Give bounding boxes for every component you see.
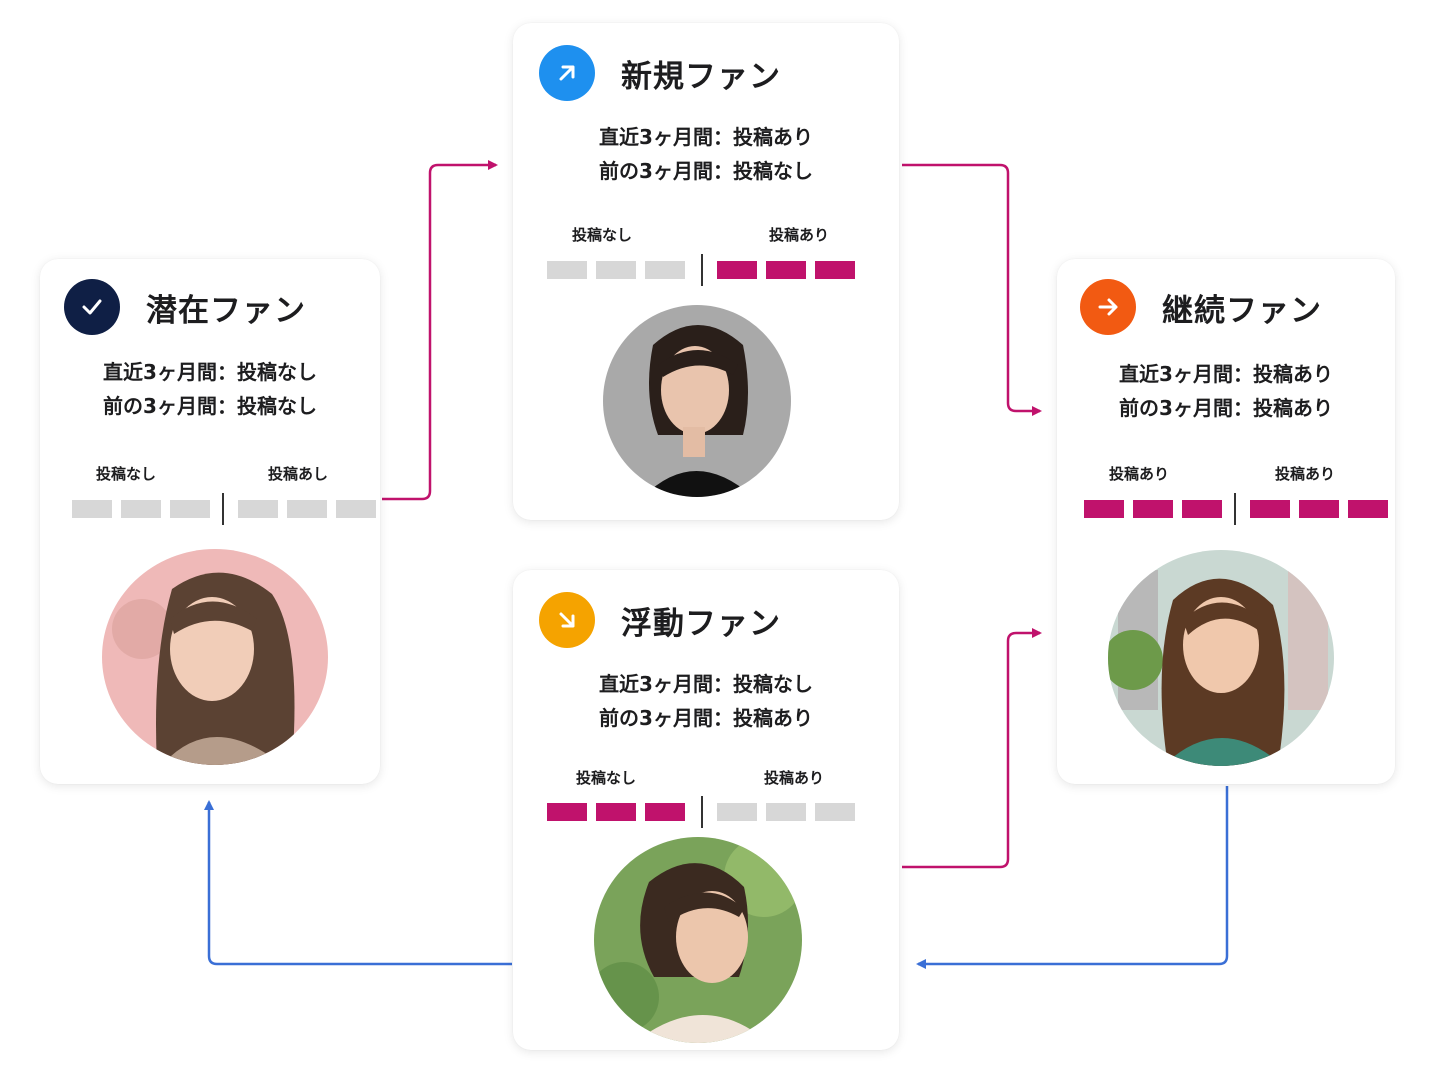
activity-block: [121, 500, 161, 518]
avatar: [102, 549, 328, 765]
card-title: 新規ファン: [621, 58, 781, 95]
activity-bars: [72, 493, 376, 525]
activity-block: [238, 500, 278, 518]
activity-block: [766, 261, 806, 279]
arrow-continuing-to-floating: [916, 786, 1229, 969]
right-bar-label: 投稿あり: [768, 226, 829, 244]
activity-block: [815, 261, 855, 279]
period-description: 直近3ヶ月間：投稿あり 前の3ヶ月間：投稿なし: [513, 120, 899, 188]
arrow-floating-to-latent: [204, 800, 512, 966]
right-bar-label: 投稿あり: [1274, 465, 1335, 483]
arrow-right-icon: [1080, 279, 1136, 335]
check-icon: [64, 279, 120, 335]
activity-block: [596, 261, 636, 279]
activity-block: [1250, 500, 1290, 518]
activity-block: [1348, 500, 1388, 518]
activity-block: [1084, 500, 1124, 518]
right-bar-label: 投稿あり: [763, 769, 824, 787]
avatar: [1108, 550, 1334, 766]
arrow-floating-to-continuing: [902, 628, 1042, 869]
activity-bars: [1084, 493, 1388, 525]
card-latent-fan: 潜在ファン 直近3ヶ月間：投稿なし 前の3ヶ月間：投稿なし 投稿なし 投稿あし: [40, 259, 380, 784]
activity-block: [596, 803, 636, 821]
activity-block: [336, 500, 376, 518]
previous-period-line: 前の3ヶ月間：投稿なし: [103, 394, 317, 418]
previous-period-line: 前の3ヶ月間：投稿なし: [599, 159, 813, 183]
left-bar-label: 投稿なし: [575, 769, 636, 787]
left-bar-label: 投稿あり: [1108, 465, 1169, 483]
activity-block: [547, 803, 587, 821]
card-continuing-fan: 継続ファン 直近3ヶ月間：投稿あり 前の3ヶ月間：投稿あり 投稿あり 投稿あり: [1057, 259, 1395, 784]
activity-block: [72, 500, 112, 518]
arrow-new-to-continuing: [902, 163, 1042, 416]
activity-block: [1133, 500, 1173, 518]
activity-block: [287, 500, 327, 518]
period-description: 直近3ヶ月間：投稿あり 前の3ヶ月間：投稿あり: [1057, 357, 1395, 425]
card-title: 継続ファン: [1162, 292, 1322, 329]
activity-block: [717, 261, 757, 279]
activity-bars: [547, 796, 855, 828]
activity-block: [717, 803, 757, 821]
period-divider: [222, 493, 224, 525]
previous-period-line: 前の3ヶ月間：投稿あり: [1119, 396, 1333, 420]
activity-block: [645, 803, 685, 821]
period-divider: [701, 254, 703, 286]
recent-period-line: 直近3ヶ月間：投稿なし: [103, 360, 317, 384]
card-title: 潜在ファン: [146, 292, 306, 329]
arrow-latent-to-new: [382, 160, 498, 501]
activity-block: [815, 803, 855, 821]
activity-block: [170, 500, 210, 518]
arrow-down-right-icon: [539, 592, 595, 648]
right-bar-label: 投稿あし: [267, 465, 328, 483]
activity-block: [766, 803, 806, 821]
recent-period-line: 直近3ヶ月間：投稿なし: [599, 672, 813, 696]
activity-block: [1299, 500, 1339, 518]
card-new-fan: 新規ファン 直近3ヶ月間：投稿あり 前の3ヶ月間：投稿なし 投稿なし 投稿あり: [513, 23, 899, 520]
card-floating-fan: 浮動ファン 直近3ヶ月間：投稿なし 前の3ヶ月間：投稿あり 投稿なし 投稿あり: [513, 570, 899, 1050]
activity-bars: [547, 254, 855, 286]
avatar: [594, 837, 802, 1043]
period-divider: [1234, 493, 1236, 525]
period-description: 直近3ヶ月間：投稿なし 前の3ヶ月間：投稿なし: [40, 355, 380, 423]
left-bar-label: 投稿なし: [95, 465, 156, 483]
period-description: 直近3ヶ月間：投稿なし 前の3ヶ月間：投稿あり: [513, 667, 899, 735]
arrow-up-right-icon: [539, 45, 595, 101]
left-bar-label: 投稿なし: [571, 226, 632, 244]
card-title: 浮動ファン: [621, 605, 781, 642]
activity-block: [1182, 500, 1222, 518]
recent-period-line: 直近3ヶ月間：投稿あり: [1119, 362, 1333, 386]
activity-block: [547, 261, 587, 279]
period-divider: [701, 796, 703, 828]
recent-period-line: 直近3ヶ月間：投稿あり: [599, 125, 813, 149]
previous-period-line: 前の3ヶ月間：投稿あり: [599, 706, 813, 730]
activity-block: [645, 261, 685, 279]
avatar: [603, 305, 791, 497]
